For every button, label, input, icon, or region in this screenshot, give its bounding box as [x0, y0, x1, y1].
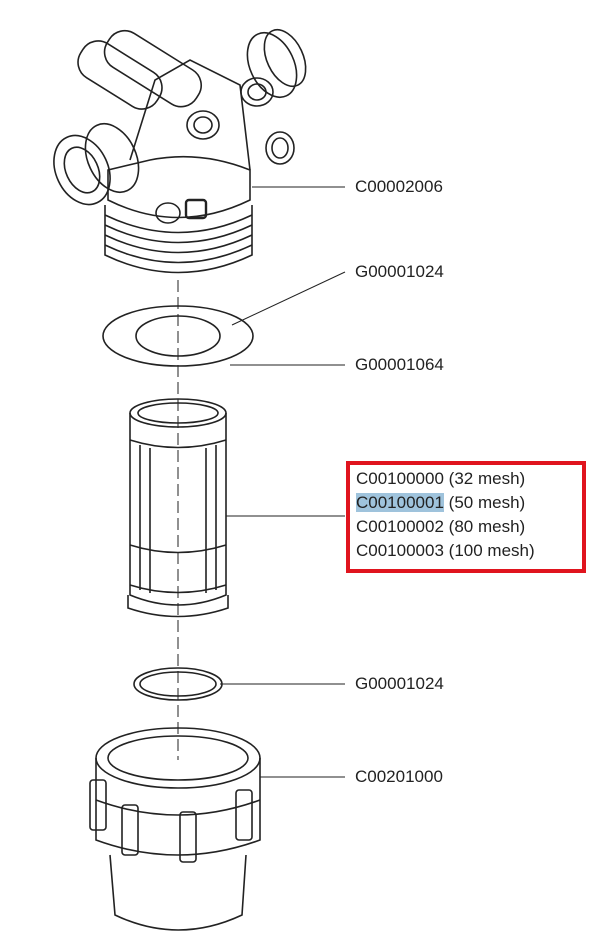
- part-code: C00100002: [356, 517, 444, 536]
- gasket: [102, 305, 254, 367]
- screen-option-50: C00100001 (50 mesh): [356, 491, 582, 515]
- callout-gasket: G00001064: [355, 355, 444, 374]
- callout-bowl: C00201000: [355, 767, 443, 786]
- mesh-size: (80 mesh): [448, 517, 526, 536]
- screen-option-100: C00100003 (100 mesh): [356, 539, 582, 563]
- filter-head: [53, 28, 307, 274]
- filter-screen: [127, 398, 229, 618]
- part-code: C00100000: [356, 469, 444, 488]
- screen-option-80: C00100002 (80 mesh): [356, 515, 582, 539]
- part-code: C00100003: [356, 541, 444, 560]
- leader-lines: [220, 186, 346, 778]
- filter-bowl: [89, 727, 261, 931]
- mesh-size: (50 mesh): [448, 493, 526, 512]
- callout-oring-bottom: G00001024: [355, 674, 444, 693]
- part-code-selected[interactable]: C00100001: [356, 493, 444, 512]
- screen-option-32: C00100000 (32 mesh): [356, 467, 582, 491]
- mesh-size: (32 mesh): [448, 469, 526, 488]
- callout-oring-top: G00001024: [355, 262, 444, 281]
- mesh-size: (100 mesh): [448, 541, 535, 560]
- callout-head: C00002006: [355, 177, 443, 196]
- screen-options-box: C00100000 (32 mesh) C00100001 (50 mesh) …: [346, 461, 586, 573]
